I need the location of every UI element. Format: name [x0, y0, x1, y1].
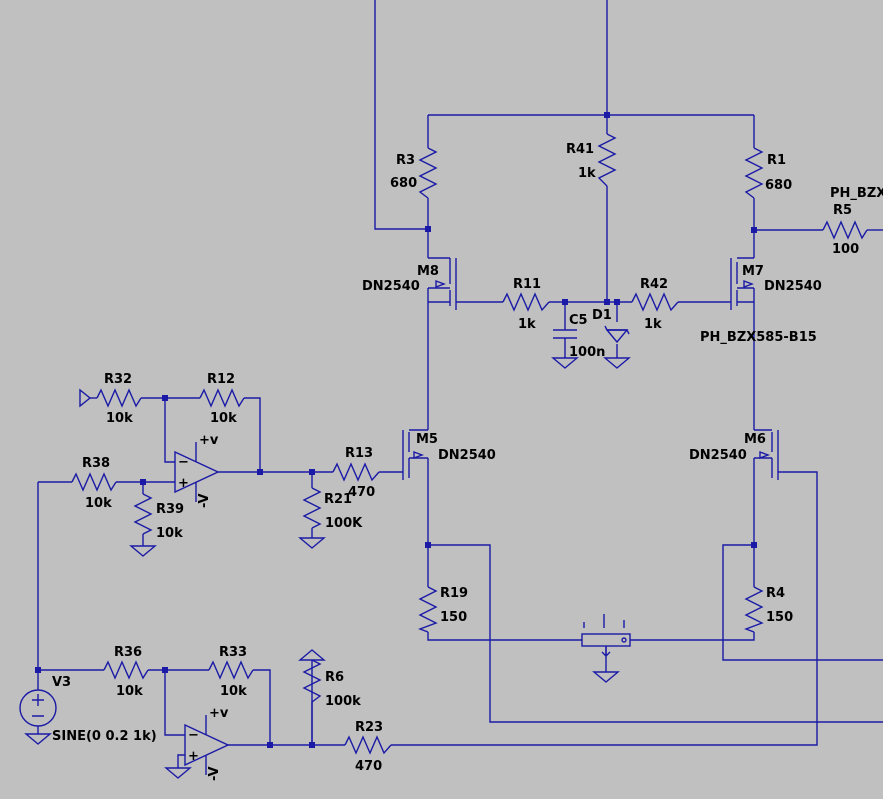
label-r42-value: 1k — [644, 317, 662, 332]
label-r39-value: 10k — [156, 526, 183, 541]
label-m8: M8 — [417, 264, 439, 279]
resistor-r13[interactable] — [332, 462, 380, 482]
label-d1: D1 — [592, 308, 612, 323]
label-c5-value: 100n — [569, 345, 605, 360]
resistor-r21[interactable] — [302, 487, 322, 529]
label-c5: C5 — [569, 313, 588, 328]
label-m7-model: DN2540 — [764, 279, 822, 294]
label-r42: R42 — [640, 277, 668, 292]
label-m7: M7 — [742, 264, 764, 279]
resistor-r5[interactable] — [822, 220, 868, 240]
label-r36-value: 10k — [116, 684, 143, 699]
mosfet-m8[interactable] — [428, 257, 457, 310]
label-m6-model: DN2540 — [689, 448, 747, 463]
resistors — [71, 133, 868, 755]
label-v3-value: SINE(0 0.2 1k) — [52, 729, 157, 744]
label-r13-value: 470 — [348, 485, 375, 500]
label-r1-value: 680 — [765, 178, 792, 193]
potentiometer[interactable] — [581, 614, 631, 657]
label-r19: R19 — [440, 586, 468, 601]
label-r41: R41 — [566, 142, 594, 157]
label-r12-value: 10k — [210, 411, 237, 426]
resistor-r38[interactable] — [71, 472, 117, 492]
label-opamp-upper-plus: +v — [199, 433, 219, 448]
label-opamp-upper-pin-plus: + — [178, 476, 189, 491]
label-r33-value: 10k — [220, 684, 247, 699]
resistor-r36[interactable] — [103, 660, 149, 680]
label-r3: R3 — [396, 153, 415, 168]
label-opamp-lower-pin-plus: + — [188, 749, 199, 764]
resistor-r19[interactable] — [418, 586, 438, 633]
opamp-upper[interactable] — [174, 442, 220, 502]
label-r12: R12 — [207, 372, 235, 387]
resistor-r33[interactable] — [208, 660, 254, 680]
mosfet-m5[interactable] — [402, 429, 428, 480]
wires — [37, 0, 883, 768]
resistor-r4[interactable] — [744, 586, 764, 633]
label-v3: V3 — [52, 675, 71, 690]
label-r32-value: 10k — [106, 411, 133, 426]
label-m8-model: DN2540 — [362, 279, 420, 294]
label-r19-value: 150 — [440, 610, 467, 625]
label-r4-value: 150 — [766, 610, 793, 625]
zener-d1[interactable] — [604, 325, 630, 344]
label-m5-model: DN2540 — [438, 448, 496, 463]
label-r13: R13 — [345, 446, 373, 461]
label-d1-model: PH_BZX585-B15 — [700, 330, 817, 345]
label-opamp-lower-plus: +v — [209, 706, 229, 721]
resistor-r23[interactable] — [344, 735, 392, 755]
label-r6: R6 — [325, 670, 344, 685]
capacitor-c5[interactable] — [553, 329, 577, 339]
voltage-source-v3[interactable] — [19, 689, 57, 727]
label-r23: R23 — [355, 720, 383, 735]
resistor-r41[interactable] — [597, 133, 617, 187]
junctions — [35, 112, 757, 748]
label-r32: R32 — [104, 372, 132, 387]
label-r36: R36 — [114, 645, 142, 660]
label-r21: R21 — [324, 492, 352, 507]
label-opamp-upper-pin-minus: − — [178, 455, 189, 470]
resistor-r1[interactable] — [744, 147, 764, 199]
resistor-r39[interactable] — [133, 493, 153, 535]
label-r5-value: 100 — [832, 242, 859, 257]
label-r4: R4 — [766, 586, 785, 601]
label-r11-value: 1k — [518, 317, 536, 332]
mosfet-m7[interactable] — [730, 257, 754, 310]
resistor-r3[interactable] — [418, 147, 438, 199]
label-r39: R39 — [156, 502, 184, 517]
label-r11: R11 — [513, 277, 541, 292]
label-r6-value: 100k — [325, 694, 361, 709]
label-r5: R5 — [833, 203, 852, 218]
resistor-r42[interactable] — [631, 292, 679, 312]
resistor-r12[interactable] — [199, 388, 245, 408]
component-labels: R3 680 R41 1k R1 680 PH_BZX R5 100 M8 DN… — [52, 142, 883, 781]
opamp-lower[interactable] — [184, 715, 230, 775]
label-r41-value: 1k — [578, 166, 596, 181]
label-r23-value: 470 — [355, 759, 382, 774]
label-r33: R33 — [219, 645, 247, 660]
label-r3-value: 680 — [390, 176, 417, 191]
label-opamp-lower-minus: -V — [207, 766, 222, 781]
label-r1: R1 — [767, 153, 786, 168]
label-opamp-lower-pin-minus: − — [188, 728, 199, 743]
label-opamp-upper-minus: -V — [197, 493, 212, 508]
label-r38: R38 — [82, 456, 110, 471]
resistor-r11[interactable] — [502, 292, 550, 312]
label-m5: M5 — [416, 432, 438, 447]
label-m6: M6 — [744, 432, 766, 447]
resistor-r32[interactable] — [96, 388, 142, 408]
label-ph-right: PH_BZX — [830, 186, 883, 201]
label-r21-value: 100K — [325, 516, 363, 531]
mosfet-m6[interactable] — [754, 429, 779, 480]
ground-symbols — [24, 357, 631, 779]
label-r38-value: 10k — [85, 496, 112, 511]
resistor-r6[interactable] — [302, 659, 322, 703]
